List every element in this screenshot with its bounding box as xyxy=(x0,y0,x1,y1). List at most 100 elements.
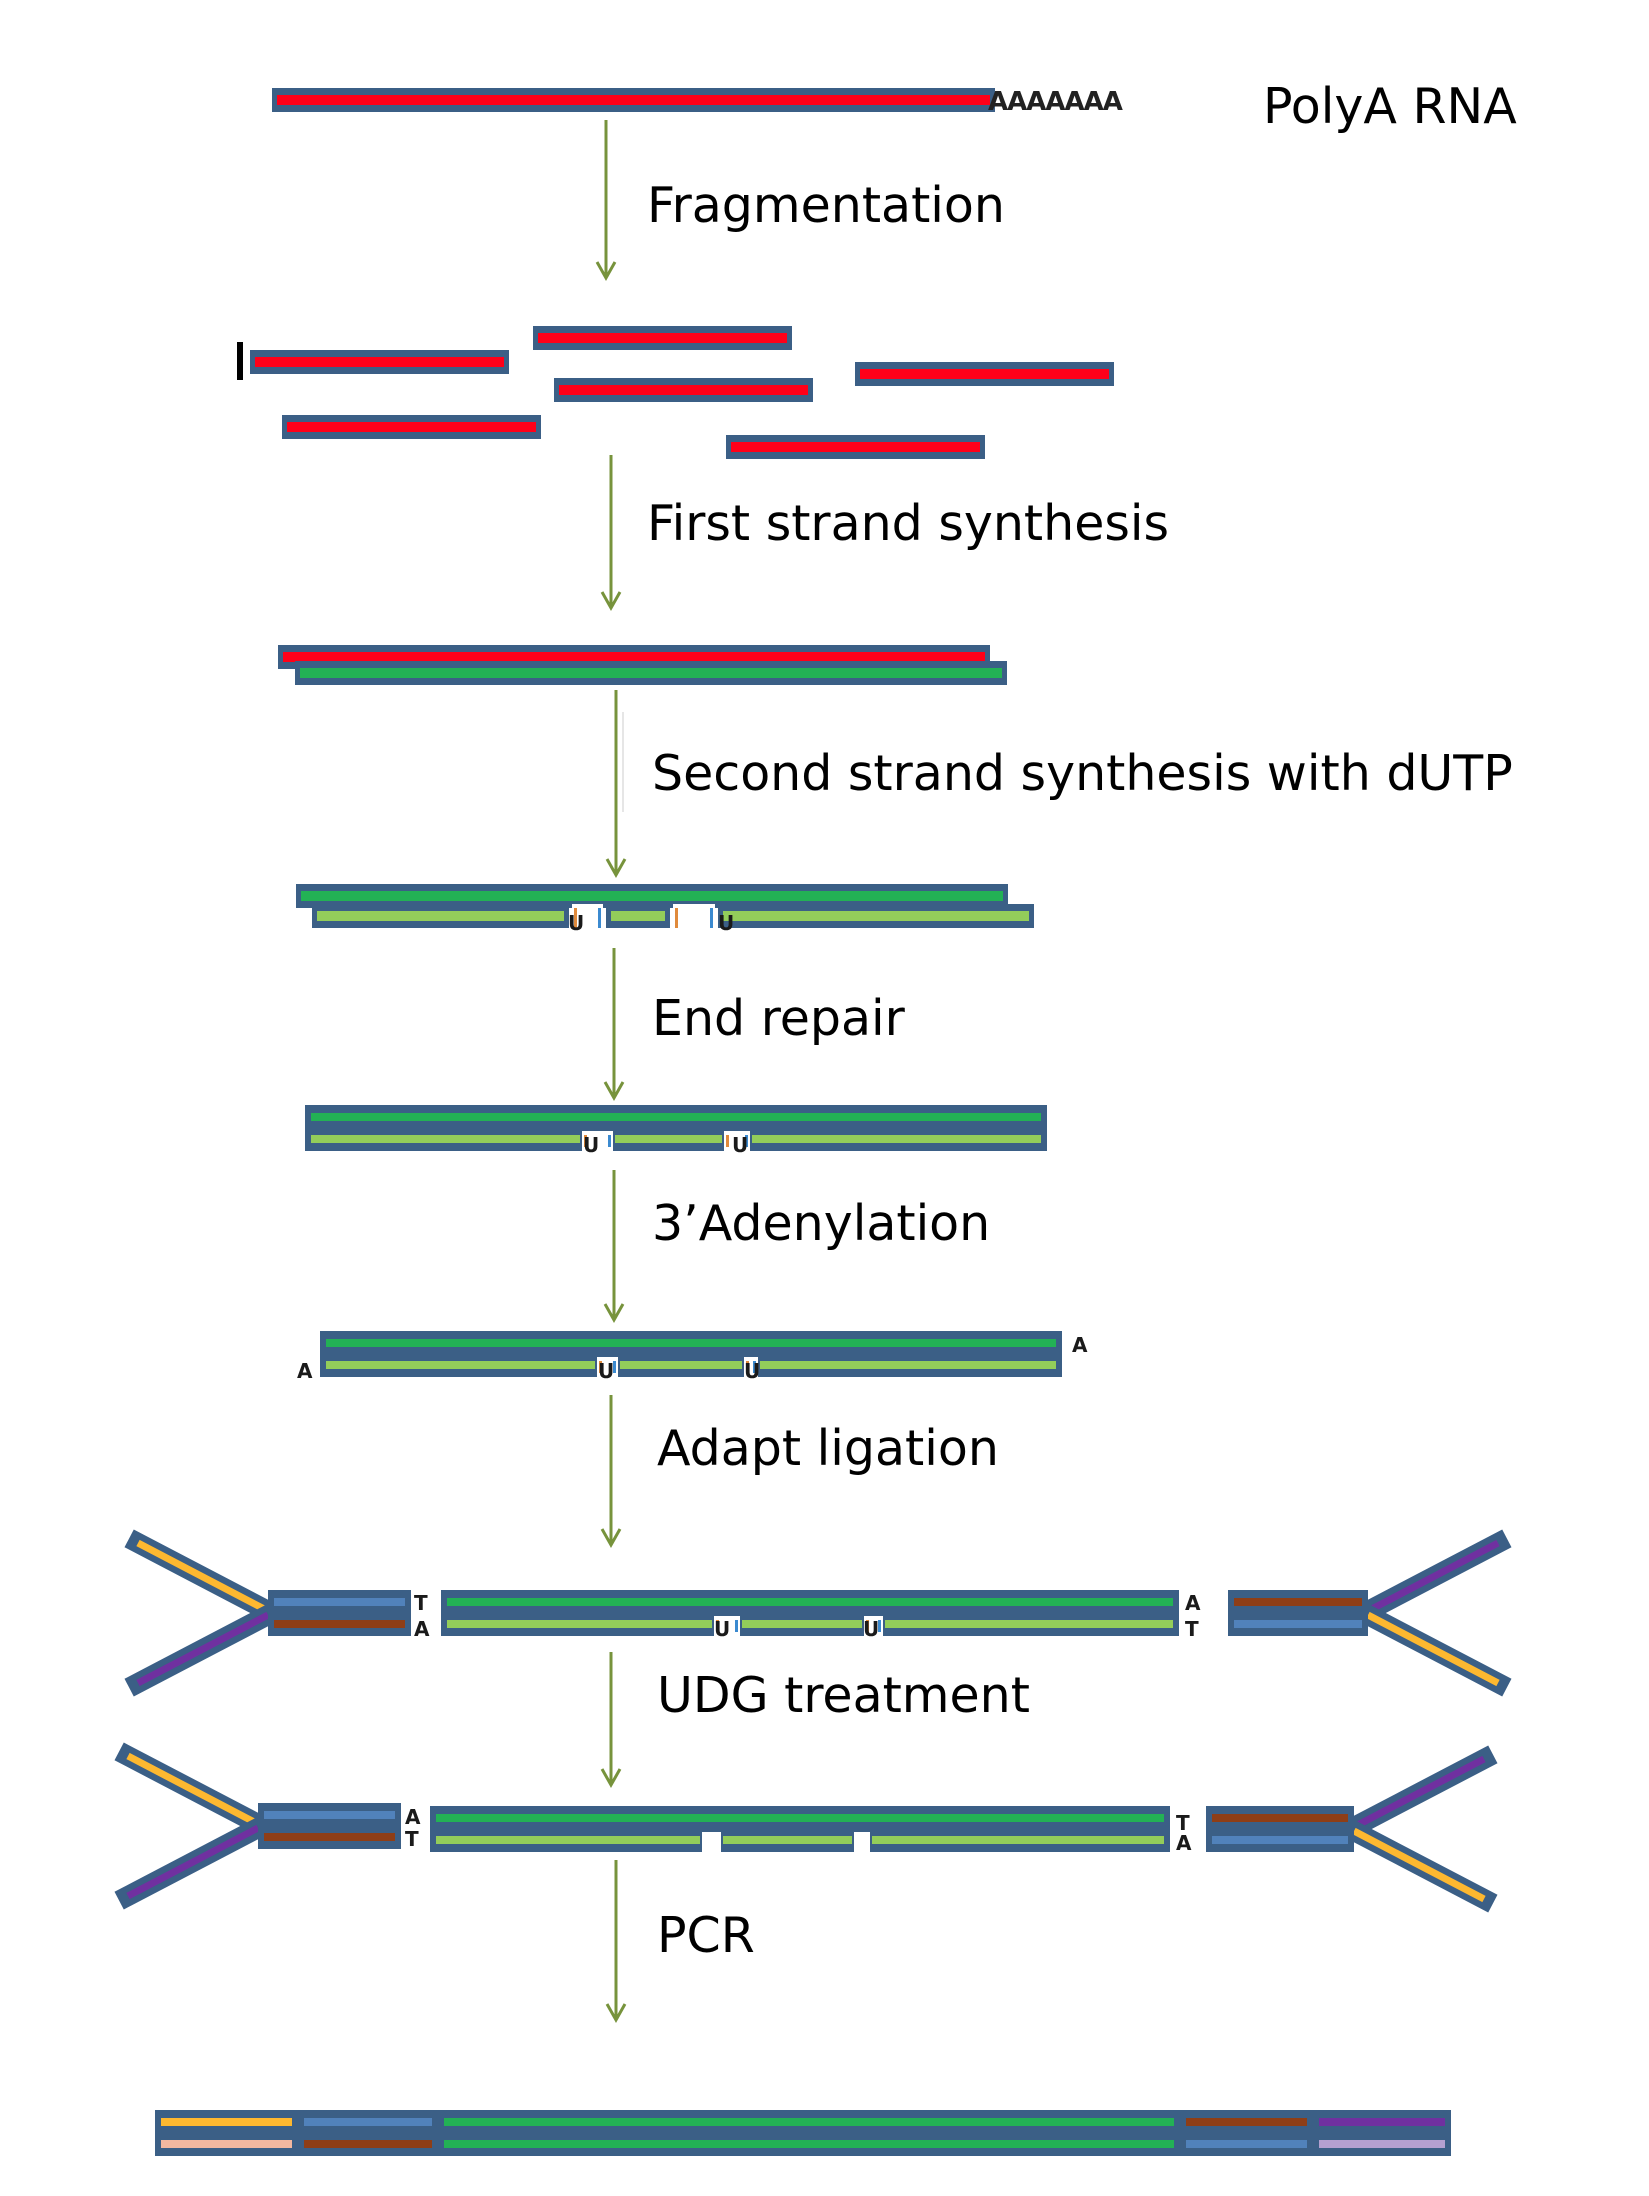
arrow-head xyxy=(605,858,627,879)
thymine-overhang: T xyxy=(414,1591,428,1615)
strand-core xyxy=(723,911,1029,921)
ds-dna-insert xyxy=(441,1590,1179,1636)
p5-adapter-block-bottom xyxy=(161,2140,292,2148)
divider-line xyxy=(622,712,624,812)
rna-fragment xyxy=(855,362,1114,386)
adenine-overhang: A xyxy=(297,1359,313,1383)
adenine-overhang: A xyxy=(1072,1333,1088,1357)
arrow-icon xyxy=(600,1652,622,1789)
adapter-arm-top xyxy=(126,1752,260,1828)
arrow-head xyxy=(595,261,617,282)
ds-cdna-dutp: U U xyxy=(296,884,1034,935)
top-strand-core xyxy=(311,1113,1041,1121)
adenine-base: A xyxy=(1185,1591,1201,1615)
adapter-stem-top xyxy=(274,1598,405,1606)
bottom-strand-core xyxy=(742,1620,862,1628)
first-cdna-strand xyxy=(295,661,1007,685)
uracil-mark xyxy=(613,1361,616,1373)
bottom-strand-core xyxy=(447,1620,712,1628)
strand-core xyxy=(301,891,1003,901)
strand-core xyxy=(611,911,665,921)
uracil-mark xyxy=(745,1135,748,1147)
adapter-stem-bottom xyxy=(274,1620,405,1628)
right-adapter-block-bottom xyxy=(1186,2140,1307,2148)
uracil-mark xyxy=(878,1620,881,1632)
dsdna-outline xyxy=(305,1105,1047,1151)
insert-block-top xyxy=(444,2118,1174,2126)
uracil-mark xyxy=(608,1135,611,1147)
bottom-strand-core xyxy=(436,1836,700,1844)
strand-core xyxy=(559,385,808,395)
uracil-mark xyxy=(584,1135,587,1147)
adapter-arm-bottom xyxy=(126,1824,260,1900)
uracil-mark xyxy=(753,1361,756,1373)
arrow-head xyxy=(600,591,622,612)
adapter-stem-outline xyxy=(1206,1806,1354,1852)
polya-rna: AAAAAAA PolyA RNA xyxy=(272,78,1517,135)
top-strand-core xyxy=(447,1598,1173,1606)
bottom-strand-core xyxy=(615,1135,722,1143)
step-label-adapter-ligation: Adapt ligation xyxy=(657,1420,999,1477)
bottom-strand-core xyxy=(620,1361,742,1369)
uracil-gap xyxy=(702,1832,721,1852)
left-adapter-block-top xyxy=(304,2118,432,2126)
adenine-base: A xyxy=(414,1617,430,1641)
second-cdna-strand xyxy=(312,904,1034,928)
bottom-strand-core xyxy=(752,1135,1041,1143)
arrow-head xyxy=(600,1768,622,1789)
insert-block-bottom xyxy=(444,2140,1174,2148)
arrow-head xyxy=(605,2003,627,2024)
uracil-base: U xyxy=(732,1133,748,1157)
arrow-head xyxy=(600,1528,622,1549)
left-adapter-block-bottom xyxy=(304,2140,432,2148)
adapter-stem-top xyxy=(1234,1598,1362,1606)
uracil-gap xyxy=(673,904,715,928)
uracil-mark xyxy=(675,908,678,928)
uracil-base: U xyxy=(863,1617,879,1641)
adapter-stem-bottom xyxy=(1212,1836,1348,1844)
adapter-arm-top xyxy=(1352,1755,1486,1831)
step-label-second-strand-synthesis: Second strand synthesis with dUTP xyxy=(652,745,1513,802)
strand-core xyxy=(283,652,985,662)
insert-block-outline xyxy=(438,2110,1180,2156)
uracil-gap xyxy=(582,1131,613,1151)
dsdna-outline xyxy=(441,1590,1179,1636)
uracil-base: U xyxy=(744,1359,760,1383)
uracil-mark xyxy=(746,1361,749,1373)
right-adapter-block-outline xyxy=(1180,2110,1313,2156)
adapter-stem-top xyxy=(1212,1814,1348,1822)
uracil-mark xyxy=(598,908,601,928)
uracil-mark xyxy=(599,1361,602,1373)
adapter-arm-bottom xyxy=(1352,1827,1486,1903)
rna-fragment xyxy=(533,326,792,350)
bottom-strand-core xyxy=(311,1135,580,1143)
polya-tail: AAAAAAA xyxy=(988,87,1123,117)
arrow-icon xyxy=(600,1395,622,1549)
step-label-fragmentation: Fragmentation xyxy=(647,177,1005,234)
p7-adapter-block-top xyxy=(1319,2118,1445,2126)
p5-adapter-block-outline xyxy=(155,2110,298,2156)
adapter-arm-bottom xyxy=(136,1611,270,1687)
strand-core xyxy=(731,442,980,452)
ds-dna xyxy=(305,1105,1047,1151)
arrow-icon xyxy=(605,1860,627,2024)
step-label-adenylation: 3’Adenylation xyxy=(652,1195,990,1252)
rna-fragment xyxy=(726,435,985,459)
uracil-mark xyxy=(726,1135,729,1147)
uracil-base: U xyxy=(583,1133,599,1157)
uracil-gap xyxy=(597,1357,618,1377)
rna-fragment xyxy=(282,415,541,439)
strand-core xyxy=(287,422,536,432)
strand-core xyxy=(317,911,564,921)
adapter-arm-bottom xyxy=(1366,1611,1500,1687)
dsdna-outline xyxy=(320,1331,1062,1377)
uracil-base: U xyxy=(598,1359,614,1383)
adapter-arm-top xyxy=(1366,1539,1500,1615)
pcr-product xyxy=(155,2110,1451,2156)
step-label-end-repair: End repair xyxy=(652,990,906,1047)
bottom-strand-core xyxy=(760,1361,1056,1369)
uracil-mark xyxy=(710,908,713,928)
uracil-gap xyxy=(572,904,603,928)
arrow-icon xyxy=(603,1170,625,1324)
